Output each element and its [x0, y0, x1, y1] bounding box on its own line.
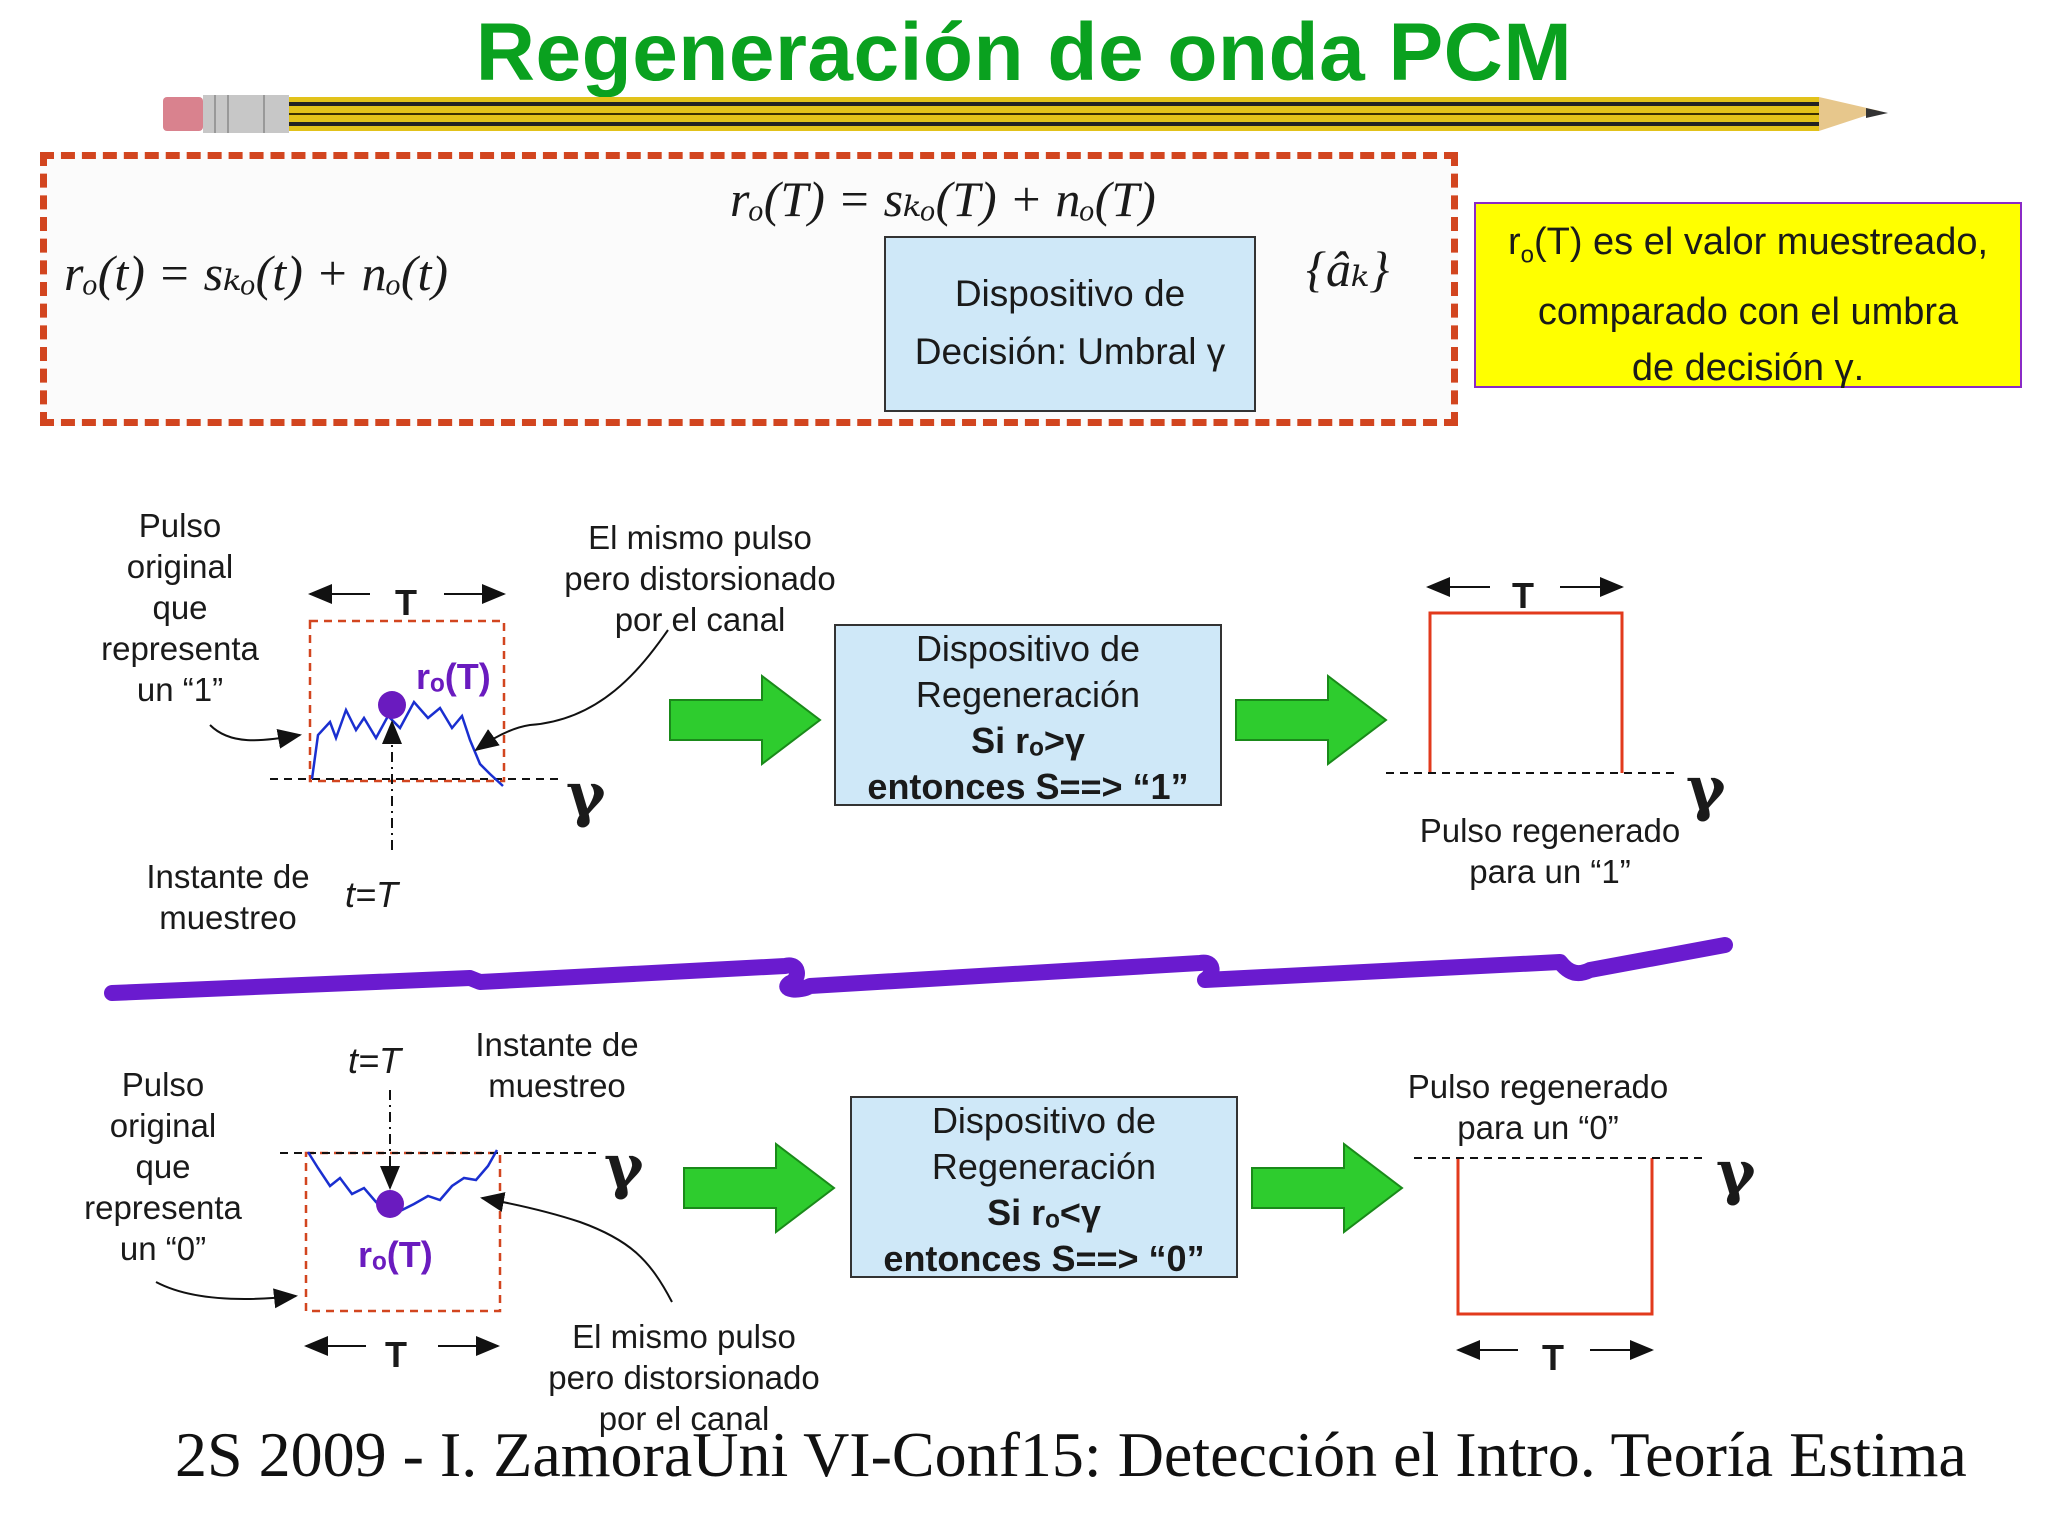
sample-time-one: t=T [345, 874, 399, 915]
label-line: Pulso [121, 1066, 205, 1103]
label-line: pero distorsionado [564, 560, 836, 597]
green-arrow-one-a [669, 673, 822, 767]
label-line: muestreo [488, 1067, 626, 1104]
instant-label-zero: Instante de muestreo [457, 1024, 657, 1106]
label-line: un “0” [119, 1230, 207, 1267]
pointer-original-zero [155, 1281, 298, 1309]
distorted-pulse-one-label: El mismo pulso pero distorsionado por el… [540, 517, 860, 640]
label-line: representa [101, 630, 259, 667]
pointer-distorted-zero [480, 1192, 673, 1303]
regeneration-box-one: Dispositivo de Regeneración Si rₒ>γ ento… [834, 624, 1222, 807]
original-pulse-one-label: Pulso original que representa un “1” [80, 505, 280, 710]
sampling-note: ro(T) es el valor muestreado, comparado … [1474, 202, 2022, 389]
purple-divider [104, 937, 1733, 1001]
page-title: Regeneración de onda PCM [475, 7, 1573, 98]
distorted-pulse-zero-label: El mismo pulso pero distorsionado por el… [526, 1316, 842, 1439]
green-arrow-zero-a [683, 1141, 836, 1235]
box-line: Dispositivo de [915, 628, 1141, 669]
threshold-zero-regen: γ [1716, 1138, 1756, 1208]
period-label-one: T [395, 582, 417, 623]
label-line: por el canal [598, 1400, 770, 1437]
box-condition: Si rₒ<γ [987, 1192, 1101, 1233]
regeneration-box-zero: Dispositivo de Regeneración Si rₒ<γ ento… [850, 1096, 1238, 1279]
box-line: Dispositivo de [931, 1100, 1157, 1141]
threshold-one: γ [566, 760, 606, 830]
instant-label-one: Instante de muestreo [128, 856, 328, 938]
regenerated-one-label: Pulso regenerado para un “1” [1400, 810, 1700, 892]
label-line: Instante de [146, 858, 310, 895]
sample-time-zero: t=T [348, 1040, 402, 1081]
label-line: para un “0” [1457, 1109, 1619, 1146]
period-label-zero-regen: T [1542, 1337, 1564, 1378]
box-result: entonces S==> “0” [883, 1238, 1205, 1279]
box-line: Regeneración [931, 1146, 1157, 1187]
label-line: para un “1” [1469, 853, 1631, 890]
label-line: El mismo pulso [588, 519, 812, 556]
sample-equation: rₒ(T) = sₖₒ(T) + nₒ(T) [730, 171, 1156, 227]
period-label-zero: T [385, 1334, 407, 1375]
pulse-one-original [270, 619, 560, 850]
note-line1: (T) es el valor muestreado, [1533, 221, 1989, 263]
threshold-one-regen: γ [1686, 754, 1726, 824]
pencil-divider [163, 95, 1888, 133]
label-line: Pulso regenerado [1407, 1068, 1669, 1105]
pulse-one-regenerated [1386, 577, 1676, 774]
box-condition: Si rₒ>γ [971, 720, 1085, 761]
label-line: muestreo [159, 899, 297, 936]
label-line: El mismo pulso [572, 1318, 796, 1355]
label-line: que [152, 589, 208, 626]
label-line: original [126, 548, 234, 585]
sample-value-one: rₒ(T) [416, 656, 491, 697]
box-line: Regeneración [915, 674, 1141, 715]
slide-footer: 2S 2009 - I. ZamoraUni VI-Conf15: Detecc… [175, 1419, 1967, 1490]
pulse-zero-original [280, 1090, 600, 1313]
regenerated-zero-label: Pulso regenerado para un “0” [1388, 1066, 1688, 1148]
label-line: que [135, 1148, 191, 1185]
pointer-distorted-one [474, 629, 669, 752]
box-result: entonces S==> “1” [867, 766, 1189, 807]
label-line: representa [84, 1189, 242, 1226]
label-line: por el canal [614, 601, 786, 638]
label-line: original [109, 1107, 217, 1144]
green-arrow-one-b [1235, 673, 1388, 767]
output-symbol: {âₖ} [1306, 241, 1390, 297]
pulse-zero-regenerated [1414, 1157, 1708, 1360]
sample-value-zero: rₒ(T) [358, 1234, 433, 1275]
label-line: Pulso [138, 507, 222, 544]
note-subscript: o [1520, 241, 1534, 269]
pointer-original-one [209, 724, 302, 749]
decision-box-line2: Decisión: Umbral γ [914, 331, 1226, 372]
green-arrow-zero-b [1251, 1141, 1404, 1235]
period-label-one-regen: T [1512, 575, 1534, 616]
original-pulse-zero-label: Pulso original que representa un “0” [63, 1064, 263, 1269]
decision-device-box: Dispositivo de Decisión: Umbral γ [884, 236, 1256, 412]
label-line: Pulso regenerado [1419, 812, 1681, 849]
label-line: un “1” [136, 671, 224, 708]
note-line2: comparado con el umbra [1537, 290, 1959, 333]
label-line: Instante de [475, 1026, 639, 1063]
note-line3: de decisión γ. [1631, 346, 1865, 389]
input-equation: rₒ(t) = sₖₒ(t) + nₒ(t) [64, 245, 449, 301]
decision-box-line1: Dispositivo de [954, 273, 1186, 314]
label-line: pero distorsionado [548, 1359, 820, 1396]
threshold-zero: γ [604, 1132, 644, 1202]
